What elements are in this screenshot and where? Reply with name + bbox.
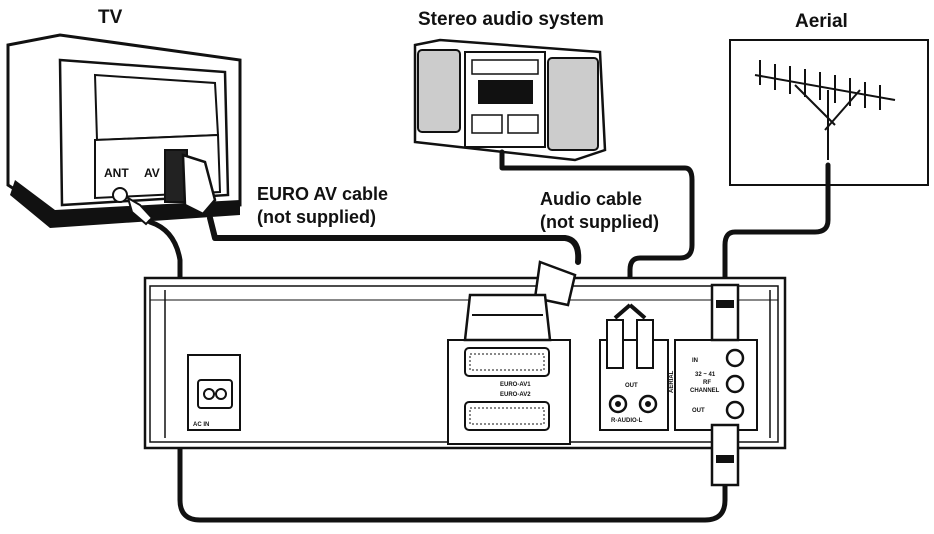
- euro-av2-socket: [464, 401, 550, 431]
- ac-in-label: AC IN: [193, 422, 209, 428]
- rf-out-socket: [725, 400, 745, 420]
- euro-av-cable: [207, 215, 582, 265]
- euro-av1-label: EURO-AV1: [500, 382, 531, 388]
- audio-plug-r: [606, 319, 624, 369]
- rf-in-label: IN: [692, 358, 698, 364]
- aerial-plug-in: [710, 283, 740, 342]
- euro-av1-socket: [464, 347, 550, 377]
- tv-label: TV: [98, 7, 123, 28]
- tv-av-label: AV: [144, 166, 160, 180]
- recorder-rear-panel: AC IN EURO-AV1 EURO-AV2 OUT R-AUDIO-L AE…: [143, 260, 787, 487]
- audio-cable-label-line2: (not supplied): [540, 212, 659, 232]
- rf-channel-control: [725, 374, 745, 394]
- audio-channel-label: R-AUDIO-L: [611, 418, 643, 424]
- aerial-cable: [722, 162, 831, 288]
- euro-cable-label-line2: (not supplied): [257, 207, 376, 227]
- rf-channel-line2: RF: [703, 380, 711, 386]
- tv-ant-label: ANT: [104, 166, 129, 180]
- audio-plug-l: [636, 319, 654, 369]
- tv-illustration: ANT AV: [6, 33, 242, 228]
- euro-av2-label: EURO-AV2: [500, 392, 531, 398]
- rf-in-socket: [725, 348, 745, 368]
- audio-out-label: OUT: [625, 383, 638, 389]
- stereo-illustration: [413, 38, 607, 162]
- aerial-panel-label: AERIAL: [669, 370, 675, 393]
- aerial-illustration: [729, 39, 929, 186]
- rf-channel-line1: 32 ~ 41: [695, 372, 716, 378]
- rf-out-label: OUT: [692, 408, 705, 414]
- cables: [147, 149, 831, 523]
- audio-cable-label-line1: Audio cable: [540, 189, 642, 209]
- euro-av-plug: [463, 293, 552, 342]
- tv-antenna-socket: [112, 187, 128, 203]
- antenna-cable: [147, 219, 728, 523]
- rf-channel-line3: CHANNEL: [690, 388, 720, 394]
- tv-scart-plug: [181, 153, 217, 216]
- aerial-label: Aerial: [795, 11, 848, 32]
- stereo-label: Stereo audio system: [418, 9, 604, 30]
- euro-cable-label-line1: EURO AV cable: [257, 184, 388, 204]
- audio-cable: [499, 149, 695, 308]
